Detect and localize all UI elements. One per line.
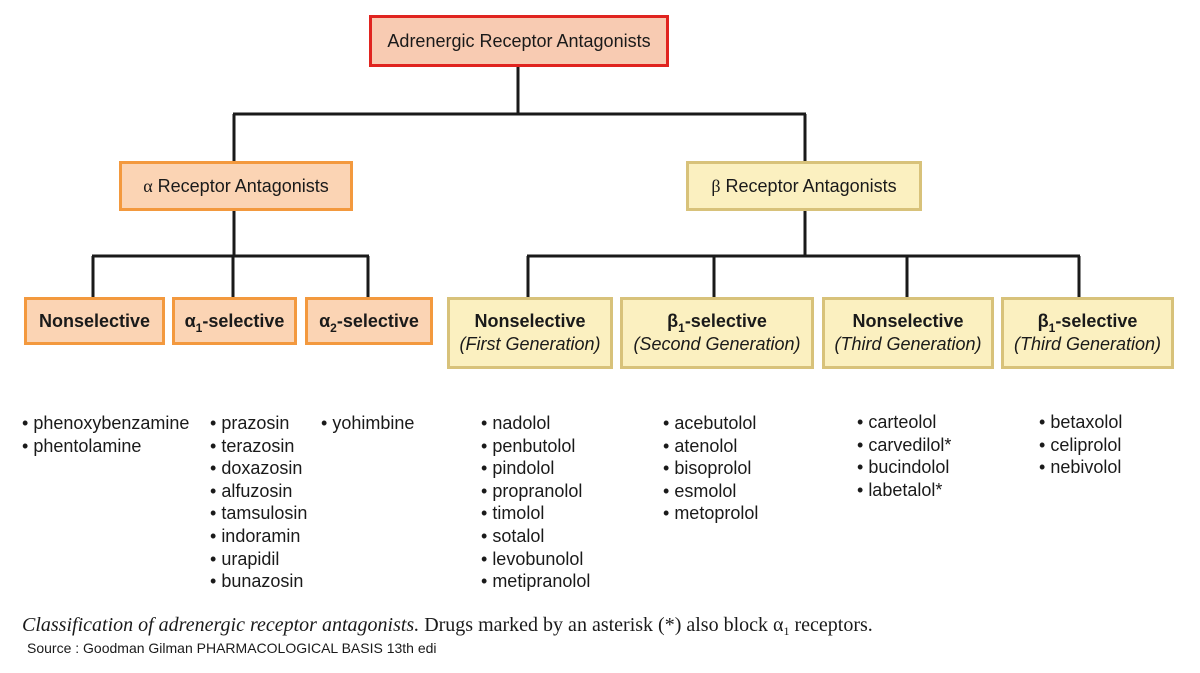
caption-lead: Classification of adrenergic receptor an… xyxy=(22,614,420,636)
alpha-receptor-node: α Receptor Antagonists xyxy=(119,161,353,211)
drug-item: betaxolol xyxy=(1039,411,1122,434)
drug-item: celiprolol xyxy=(1039,434,1122,457)
drug-item: prazosin xyxy=(210,412,307,435)
figure-caption: Classification of adrenergic receptor an… xyxy=(22,614,873,638)
beta-receptor-node: β Receptor Antagonists xyxy=(686,161,922,211)
drug-item: nadolol xyxy=(481,412,590,435)
beta1-selective-second-gen-node: β1-selective (Second Generation) xyxy=(620,297,814,369)
class-label-subscript: 1 xyxy=(195,320,203,335)
class-label: Nonselective xyxy=(38,310,151,331)
drug-item: carvedilol* xyxy=(857,434,951,457)
alpha1-selective-node: α1-selective xyxy=(172,297,297,345)
class-label-greek: α xyxy=(319,310,331,331)
caption-text-end: receptors. xyxy=(789,614,873,636)
drug-item: tamsulosin xyxy=(210,502,307,525)
beta-first-gen-drug-list: nadololpenbutololpindololpropranololtimo… xyxy=(481,412,590,593)
class-label-subscript: 2 xyxy=(330,320,337,335)
drug-item: carteolol xyxy=(857,411,951,434)
caption-subscript: 1 xyxy=(783,624,790,638)
beta-nonselective-third-gen-node: Nonselective (Third Generation) xyxy=(822,297,994,369)
drug-item: penbutolol xyxy=(481,435,590,458)
generation-label: (First Generation) xyxy=(459,334,601,354)
class-label: Nonselective xyxy=(474,311,586,331)
drug-item: metipranolol xyxy=(481,570,590,593)
source-citation: Source : Goodman Gilman PHARMACOLOGICAL … xyxy=(27,640,437,656)
alpha-nonselective-drug-list: phenoxybenzaminephentolamine xyxy=(22,412,189,457)
class-label-suffix: -selective xyxy=(202,310,285,331)
drug-item: pindolol xyxy=(481,457,590,480)
generation-label: (Second Generation) xyxy=(633,334,801,354)
class-label-subscript: 1 xyxy=(678,321,685,335)
class-label-suffix: -selective xyxy=(684,311,767,331)
beta-symbol: β xyxy=(711,175,721,196)
class-label-subscript: 1 xyxy=(1048,321,1056,335)
drug-item: atenolol xyxy=(663,435,758,458)
caption-text: Drugs marked by an asterisk (*) also blo… xyxy=(419,614,784,636)
root-title: Adrenergic Receptor Antagonists xyxy=(387,30,651,51)
alpha1-selective-drug-list: prazosinterazosindoxazosinalfuzosintamsu… xyxy=(210,412,307,593)
beta-second-gen-drug-list: acebutololatenololbisoprololesmololmetop… xyxy=(663,412,758,525)
drug-item: terazosin xyxy=(210,435,307,458)
drug-item: propranolol xyxy=(481,480,590,503)
alpha-nonselective-node: Nonselective xyxy=(24,297,165,345)
root-node: Adrenergic Receptor Antagonists xyxy=(369,15,669,67)
drug-item: bunazosin xyxy=(210,570,307,593)
drug-item: urapidil xyxy=(210,548,307,571)
drug-item: doxazosin xyxy=(210,457,307,480)
generation-label: (Third Generation) xyxy=(1013,334,1162,354)
alpha2-selective-drug-list: yohimbine xyxy=(321,412,414,435)
drug-item: levobunolol xyxy=(481,548,590,571)
class-label-suffix: -selective xyxy=(336,310,419,331)
class-label: Nonselective xyxy=(852,311,964,331)
drug-item: phenoxybenzamine xyxy=(22,412,189,435)
drug-item: labetalol* xyxy=(857,479,951,502)
class-label-greek: β xyxy=(667,311,679,331)
alpha2-selective-node: α2-selective xyxy=(305,297,433,345)
drug-item: metoprolol xyxy=(663,502,758,525)
drug-item: yohimbine xyxy=(321,412,414,435)
beta-third-gen-nonselective-drug-list: carteololcarvedilol*bucindolollabetalol* xyxy=(857,411,951,501)
alpha-node-title: Receptor Antagonists xyxy=(152,175,329,196)
alpha-symbol: α xyxy=(143,175,153,196)
beta-nonselective-first-gen-node: Nonselective (First Generation) xyxy=(447,297,613,369)
drug-item: esmolol xyxy=(663,480,758,503)
drug-item: sotalol xyxy=(481,525,590,548)
generation-label: (Third Generation) xyxy=(834,334,982,354)
drug-item: acebutolol xyxy=(663,412,758,435)
class-label-greek: β xyxy=(1037,311,1049,331)
beta1-selective-third-gen-node: β1-selective (Third Generation) xyxy=(1001,297,1174,369)
class-label-suffix: -selective xyxy=(1055,311,1138,331)
drug-item: bisoprolol xyxy=(663,457,758,480)
class-label-greek: α xyxy=(184,310,196,331)
drug-item: nebivolol xyxy=(1039,456,1122,479)
drug-item: indoramin xyxy=(210,525,307,548)
drug-item: timolol xyxy=(481,502,590,525)
beta-third-gen-selective-drug-list: betaxololceliprololnebivolol xyxy=(1039,411,1122,479)
drug-item: alfuzosin xyxy=(210,480,307,503)
drug-item: phentolamine xyxy=(22,435,189,458)
drug-item: bucindolol xyxy=(857,456,951,479)
beta-node-title: Receptor Antagonists xyxy=(720,175,897,196)
